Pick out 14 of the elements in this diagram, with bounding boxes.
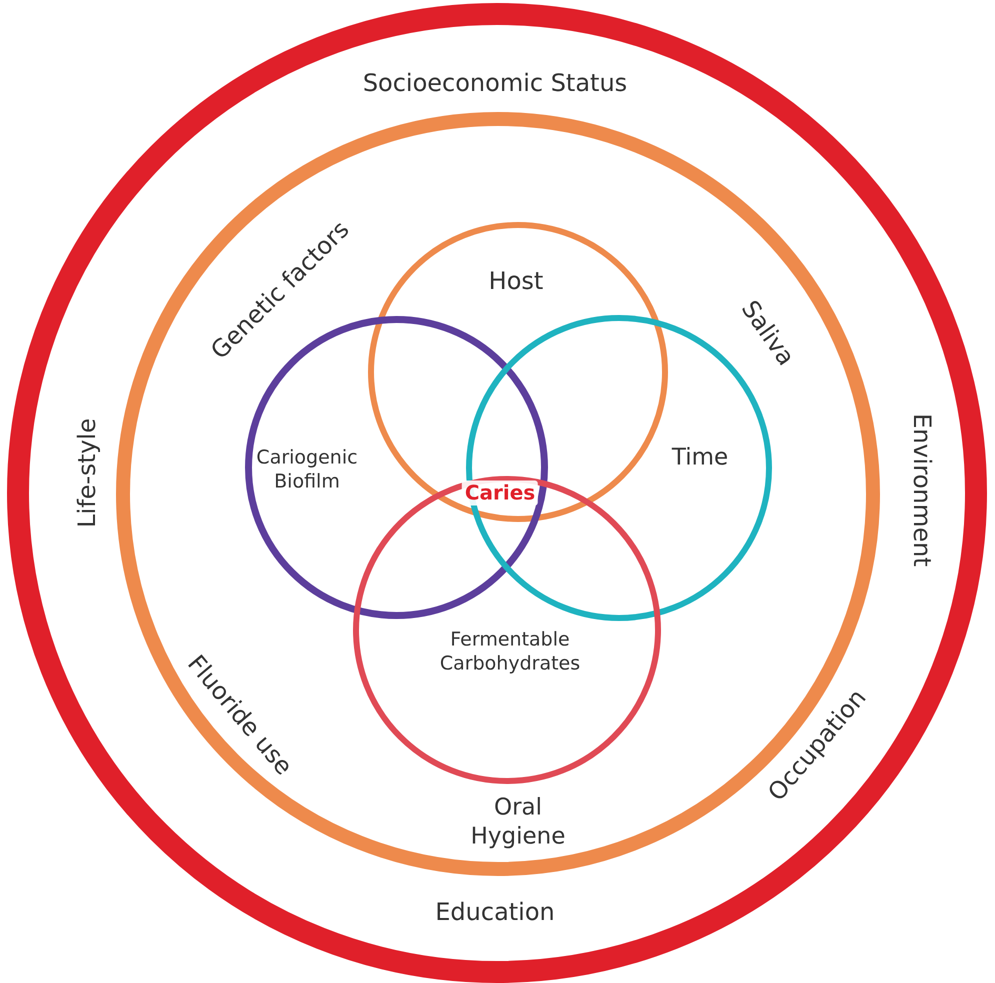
factor-label: Life-style bbox=[72, 418, 102, 528]
factor-label: Fermentable Carbohydrates bbox=[438, 628, 582, 676]
factor-label: Host bbox=[488, 266, 544, 296]
factor-label: Socioeconomic Status bbox=[362, 68, 628, 98]
venn-circle bbox=[353, 476, 661, 784]
factor-label: Time bbox=[672, 444, 728, 472]
outer-ring bbox=[7, 3, 987, 983]
venn-circle bbox=[368, 222, 668, 522]
factor-label: Environment bbox=[907, 413, 937, 567]
factor-label: Cariogenic Biofilm bbox=[255, 446, 359, 494]
factor-label: Education bbox=[435, 897, 555, 927]
center-label: Caries bbox=[462, 480, 538, 506]
inner-ring bbox=[116, 112, 880, 876]
factor-label: Oral Hygiene bbox=[470, 793, 566, 851]
